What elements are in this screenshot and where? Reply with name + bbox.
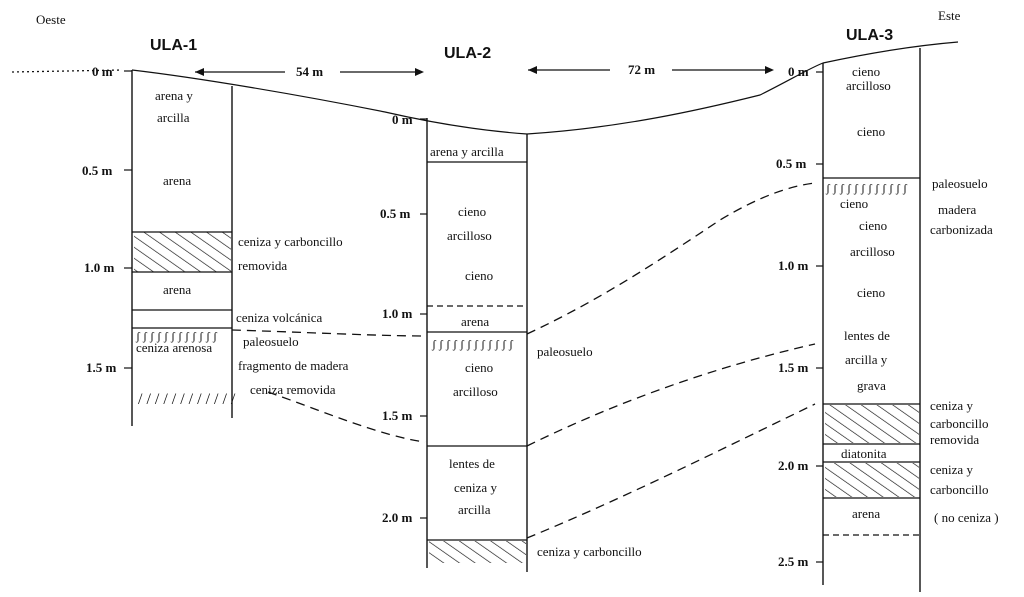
ula2-layer-text: arena — [461, 314, 489, 329]
ula3-side-text: carbonizada — [930, 222, 993, 237]
ula3-layer-text: arcilloso — [850, 244, 895, 259]
ula1-layer-text: arena — [163, 173, 191, 188]
ground-surface-dotted-west — [11, 69, 123, 73]
ula1-depth-tick: 0 m — [92, 64, 113, 79]
ula1-layer-text: arcilla — [157, 110, 190, 125]
ula3-side-text: ceniza y — [930, 462, 973, 477]
ula3-side-text: carboncillo — [930, 482, 988, 497]
ula2-depth-tick: 2.0 m — [382, 510, 413, 525]
hatched-ash-layer — [825, 463, 919, 497]
ula3-layer-text: arena — [852, 506, 880, 521]
ula3-side-text: carboncillo — [930, 416, 988, 431]
ula1-layer-text: arena y — [155, 88, 193, 103]
ula3-side-text: paleosuelo — [932, 176, 988, 191]
ula1-depth-tick: 1.5 m — [86, 360, 117, 375]
ula1-layer-text: arena — [163, 282, 191, 297]
ula3-depth-tick: 1.0 m — [778, 258, 809, 273]
correlation-line-ash-ula2-ula3 — [526, 403, 816, 539]
ula3-layer-text: cieno — [852, 64, 880, 79]
well-title-ula3: ULA-3 — [846, 27, 893, 44]
hatched-ash-layer — [429, 541, 526, 563]
ula2-layer-text: lentes de — [449, 456, 495, 471]
ula1-layer-text: ceniza arenosa — [136, 340, 212, 355]
ula3-layer-text: arcilla y — [845, 352, 888, 367]
ula2-layer-text: cieno — [465, 268, 493, 283]
ula3-depth-tick: 2.0 m — [778, 458, 809, 473]
ula2-layer-text: arcilloso — [453, 384, 498, 399]
ula3-depth-tick: 1.5 m — [778, 360, 809, 375]
west-label: Oeste — [36, 12, 66, 27]
distance-arrow-ula2-ula3: 72 m — [528, 62, 774, 77]
ula3-side-text: ( no ceniza ) — [934, 510, 999, 525]
ula2-layer-text: arena y arcilla — [430, 144, 504, 159]
ula3-side-text: removida — [930, 432, 979, 447]
ula2-depth-tick: 0 m — [392, 112, 413, 127]
ula3-layer-text: cieno — [857, 124, 885, 139]
ula2-layer-text: arcilloso — [447, 228, 492, 243]
ula2-layer-text: cieno — [465, 360, 493, 375]
ula3-layer-text: grava — [857, 378, 886, 393]
ula2-depth-tick: 1.0 m — [382, 306, 413, 321]
ula2-depth-tick: 0.5 m — [380, 206, 411, 221]
hatched-ash-layer — [134, 232, 231, 272]
ula1-side-text: removida — [238, 258, 287, 273]
well-title-ula1: ULA-1 — [150, 37, 197, 54]
correlation-line-ash-ula1-ula2 — [231, 329, 426, 337]
correlation-line-lower-ula1-ula2 — [267, 391, 426, 443]
ula3-layer-text: arcilloso — [846, 78, 891, 93]
ula2-layer-text: ceniza y — [454, 480, 497, 495]
ula1-side-text: paleosuelo — [243, 334, 299, 349]
ula2-depth-tick: 1.5 m — [382, 408, 413, 423]
distance-label-72: 72 m — [628, 62, 655, 77]
well-column-ula2: ʃ ʃ ʃ ʃ ʃ ʃ ʃ ʃ ʃ ʃ ʃ ʃ arena y arcilla … — [380, 112, 642, 572]
ula2-layer-text: arcilla — [458, 502, 491, 517]
east-label: Este — [938, 8, 961, 23]
correlation-line-lower-ula2-ula3 — [526, 343, 816, 447]
ground-surface-line — [131, 41, 959, 135]
ula1-side-text: ceniza removida — [250, 382, 336, 397]
ula3-layer-text: cieno — [859, 218, 887, 233]
paleosol-symbols-ula2: ʃ ʃ ʃ ʃ ʃ ʃ ʃ ʃ ʃ ʃ ʃ ʃ — [431, 337, 514, 351]
ula3-depth-tick: 0.5 m — [776, 156, 807, 171]
well-title-ula2: ULA-2 — [444, 45, 491, 62]
ula2-layer-text: cieno — [458, 204, 486, 219]
ula1-depth-tick: 1.0 m — [84, 260, 115, 275]
well-column-ula1: ʃ ʃ ʃ ʃ ʃ ʃ ʃ ʃ ʃ ʃ ʃ ʃ / / / / / / / / … — [82, 64, 349, 426]
ula3-depth-tick: 0 m — [788, 64, 809, 79]
ula3-depth-tick: 2.5 m — [778, 554, 809, 569]
ula2-side-text: ceniza y carboncillo — [537, 544, 642, 559]
ula3-layer-text: cieno — [857, 285, 885, 300]
ula3-side-text: ceniza y — [930, 398, 973, 413]
ula3-side-text: madera — [938, 202, 976, 217]
ula3-layer-text: lentes de — [844, 328, 890, 343]
removed-ash-hatch-ula1: / / / / / / / / / / / / — [138, 391, 236, 408]
ula1-side-text: ceniza volcánica — [236, 310, 322, 325]
distance-arrow-ula1-ula2: 54 m — [195, 64, 424, 79]
correlation-line-paleosol-upper — [526, 182, 816, 335]
ula1-side-text: ceniza y carboncillo — [238, 234, 343, 249]
ula1-depth-tick: 0.5 m — [82, 163, 113, 178]
well-column-ula3: ʃ ʃ ʃ ʃ ʃ ʃ ʃ ʃ ʃ ʃ ʃ ʃ cieno arcilloso … — [776, 48, 999, 592]
ula3-layer-text: cieno — [840, 196, 868, 211]
paleosol-symbols-ula3: ʃ ʃ ʃ ʃ ʃ ʃ ʃ ʃ ʃ ʃ ʃ ʃ — [825, 181, 908, 195]
paleosol-symbols-ula1: ʃ ʃ ʃ ʃ ʃ ʃ ʃ ʃ ʃ ʃ ʃ ʃ — [135, 329, 218, 343]
ula1-side-text: fragmento de madera — [238, 358, 349, 373]
ula2-side-text: paleosuelo — [537, 344, 593, 359]
distance-label-54: 54 m — [296, 64, 323, 79]
ula3-layer-text: diatonita — [841, 446, 887, 461]
hatched-ash-layer — [825, 405, 919, 443]
